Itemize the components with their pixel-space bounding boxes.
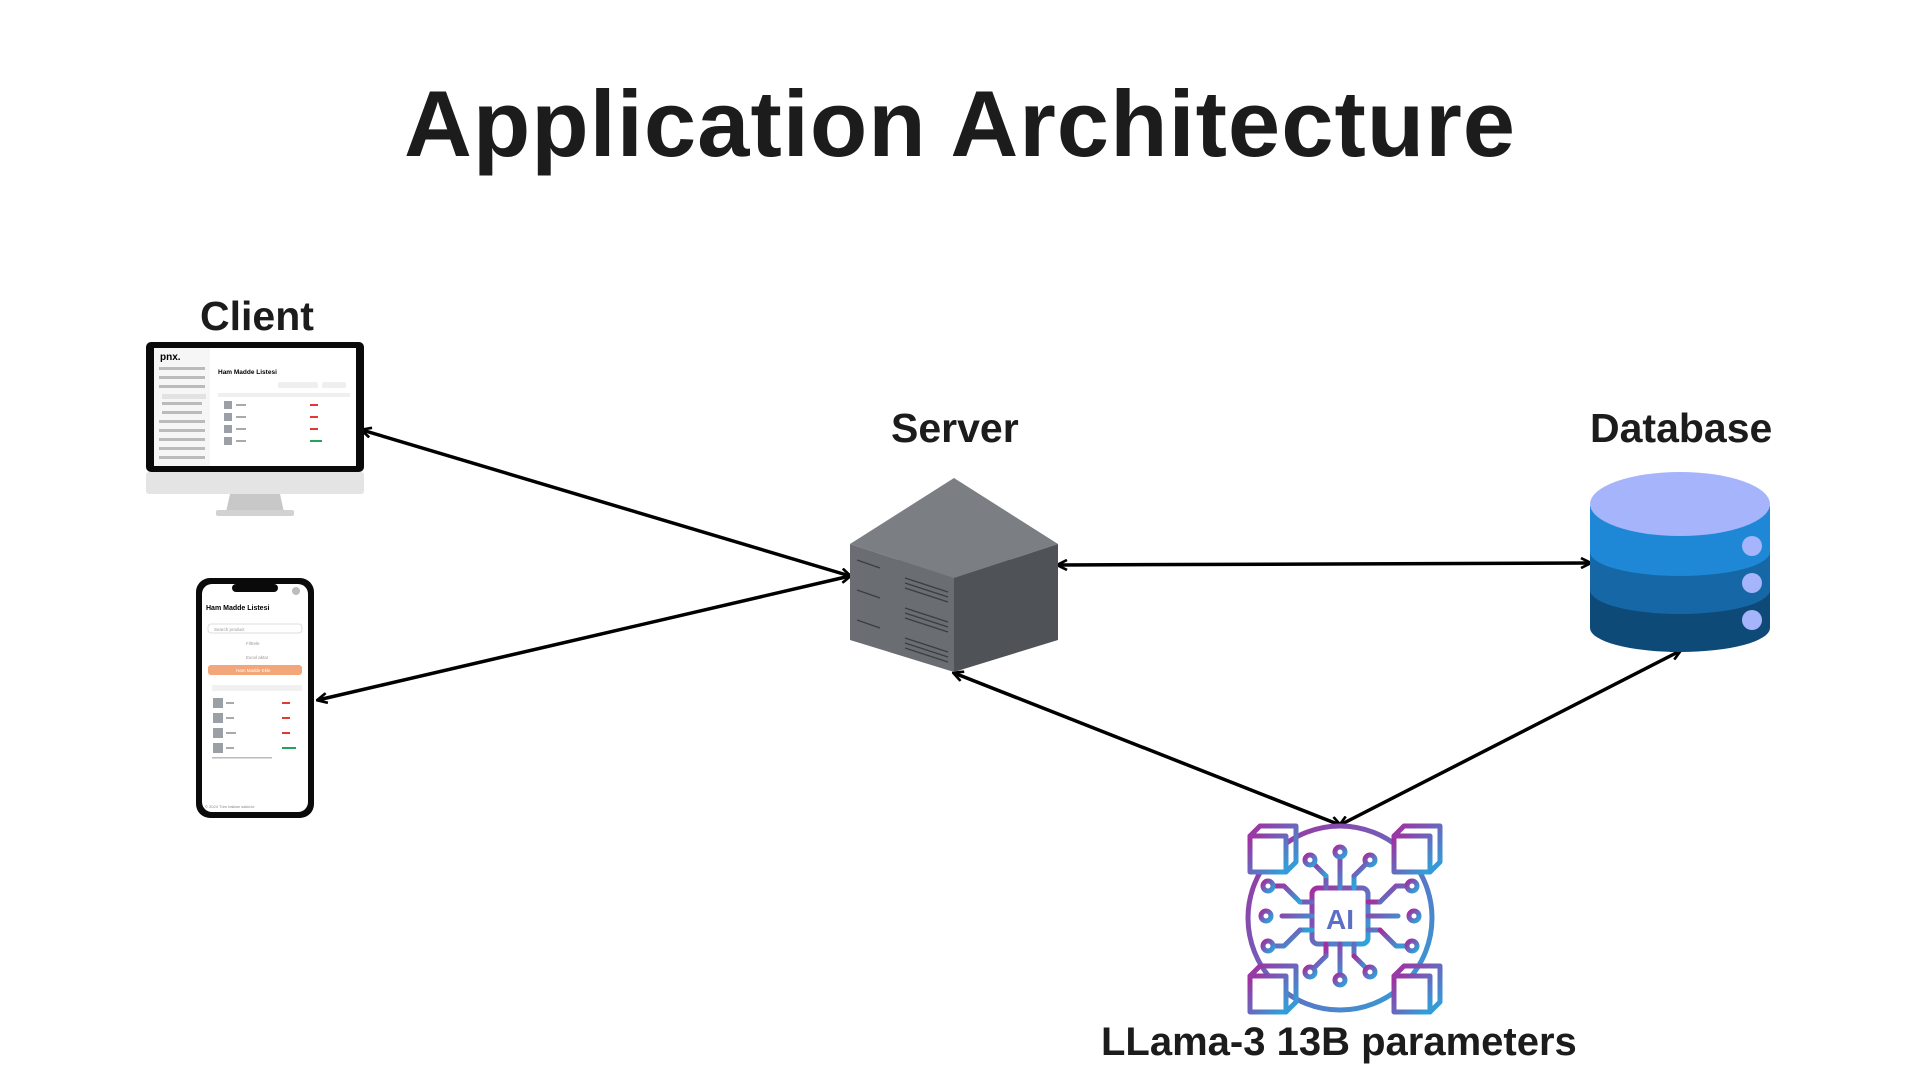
phone-search-input: Search product: [214, 627, 245, 632]
server-label: Server: [891, 405, 1019, 451]
desktop-page-title: Ham Madde Listesi: [218, 369, 277, 376]
database-label: Database: [1590, 405, 1773, 451]
phone-add-button: Ham Madde Ekle: [236, 668, 271, 673]
desktop-monitor-icon: pnx. Ham Madde Listesi: [146, 342, 364, 516]
arrow-server-llm: [954, 673, 1340, 825]
desktop-sidebar-menu: [159, 367, 206, 459]
server-icon: [850, 478, 1058, 672]
arrow-phone-server: [318, 576, 850, 700]
llm-label: LLama-3 13B parameters: [1101, 1020, 1577, 1064]
desktop-logo: pnx.: [160, 352, 181, 363]
desktop-table: [218, 393, 350, 445]
page-title: Application Architecture: [403, 71, 1517, 176]
phone-page-title: Ham Madde Listesi: [206, 605, 269, 612]
phone-export-label: Excel aktar: [246, 655, 269, 660]
database-icon: [1590, 472, 1770, 652]
client-label: Client: [200, 293, 314, 339]
ai-chip-label: AI: [1326, 904, 1354, 935]
arrow-desktop-server: [362, 430, 850, 576]
ai-chip-icon: [1245, 823, 1443, 1015]
phone-table: [212, 685, 302, 759]
mobile-phone-icon: Ham Madde Listesi Search product Filtrel…: [196, 578, 314, 818]
arrow-database-llm: [1340, 651, 1680, 825]
phone-filter-label: Filtrele: [246, 641, 260, 646]
arrow-server-database: [1058, 563, 1590, 565]
phone-footer: © 2024 Tüm hakları saklıdır.: [205, 804, 255, 809]
